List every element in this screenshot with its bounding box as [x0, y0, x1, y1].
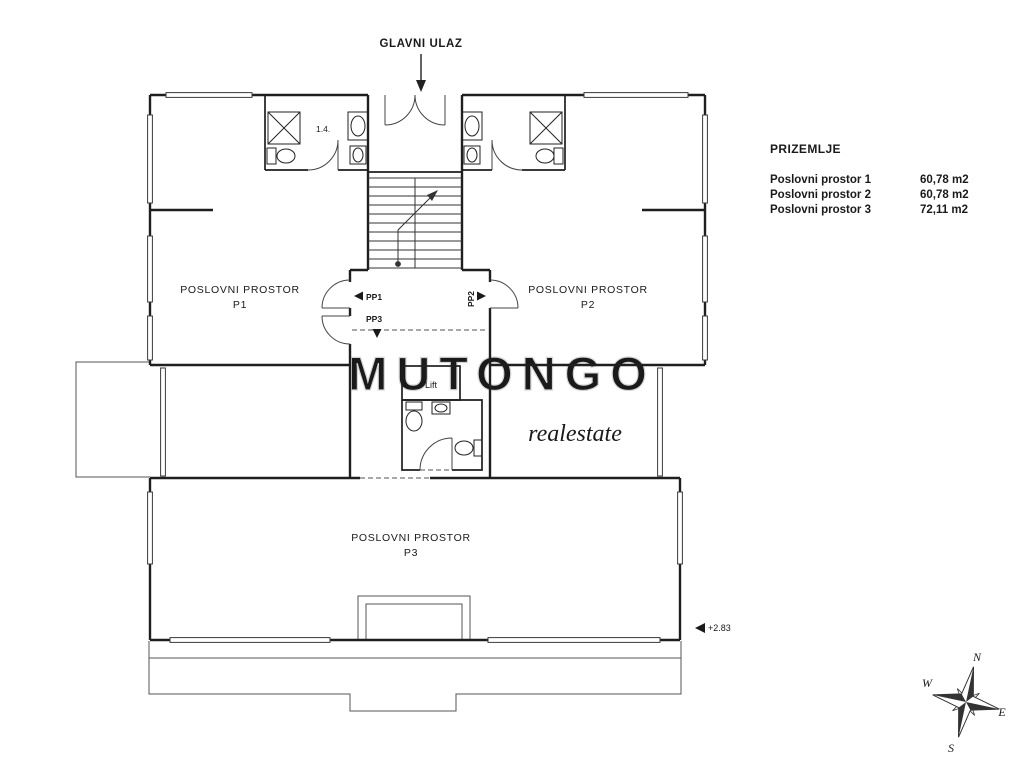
watermark: MUTONGO realestate [348, 346, 656, 447]
shower-icon [529, 111, 563, 145]
bathroom-fixtures [266, 111, 564, 457]
compass-north-label: N [972, 650, 982, 664]
toilet-icon [266, 147, 296, 165]
legend-item-1: Poslovni prostor 1 60,78 m2 [770, 173, 969, 188]
plan-labels: GLAVNI ULAZ POSLOVNI PROSTOR P1 POSLOVNI… [180, 38, 648, 559]
door-swings [307, 94, 523, 471]
legend-item-2-area: 60,78 m2 [920, 189, 969, 201]
legend-item-2: Poslovni prostor 2 60,78 m2 [770, 188, 969, 203]
legend-title: PRIZEMLJE [770, 142, 841, 156]
toilet-icon [535, 147, 564, 165]
legend-item-3: Poslovni prostor 3 72,11 m2 [770, 203, 969, 218]
room-p3-name: POSLOVNI PROSTOR [351, 532, 471, 544]
door-pp3-label: PP3 [366, 314, 382, 324]
room-p2-number: P2 [581, 299, 595, 311]
room-p1-name: POSLOVNI PROSTOR [180, 284, 300, 296]
legend-item-1-area: 60,78 m2 [920, 174, 969, 186]
elevation-label: +2.83 [708, 623, 731, 633]
sink-icon [461, 111, 483, 141]
entrance-arrow [416, 54, 426, 92]
compass-west-label: W [922, 676, 933, 690]
legend: PRIZEMLJE Poslovni prostor 1 60,78 m2 Po… [770, 142, 969, 218]
watermark-text: MUTONGO [348, 347, 656, 400]
door-pp1-label: PP1 [366, 292, 382, 302]
legend-item-3-label: Poslovni prostor 3 [770, 204, 871, 216]
legend-item-2-label: Poslovni prostor 2 [770, 189, 871, 201]
sink-icon [431, 401, 451, 415]
bidet-icon [349, 145, 367, 165]
pp1-arrow-icon [354, 291, 363, 301]
dashed-openings [352, 329, 488, 479]
main-entrance-label: GLAVNI ULAZ [379, 38, 462, 50]
terrace-outlines [75, 361, 682, 712]
lift-label: Lift [425, 380, 438, 390]
legend-item-3-area: 72,11 m2 [920, 204, 968, 216]
sink-icon [347, 111, 369, 141]
pp3-arrow-icon [372, 329, 382, 338]
shower-icon [267, 111, 301, 145]
windows [147, 92, 708, 643]
room-p3-number: P3 [404, 547, 418, 559]
bidet-icon [463, 145, 481, 165]
stair-direction-arrow [427, 190, 438, 201]
pp2-arrow-icon [477, 291, 486, 301]
door-markers [354, 291, 486, 338]
compass-rose: N W E S [922, 650, 1006, 755]
watermark-subtext: realestate [528, 421, 622, 447]
elevation-arrow-icon [695, 623, 705, 633]
compass-south-label: S [948, 741, 954, 755]
room-p1-number: P1 [233, 299, 247, 311]
door-pp2-label: PP2 [466, 291, 476, 307]
staircase [368, 177, 462, 269]
bathroom-label: 1.4. [316, 124, 330, 134]
room-p2-name: POSLOVNI PROSTOR [528, 284, 648, 296]
legend-item-1-label: Poslovni prostor 1 [770, 174, 871, 186]
elevation-marker: +2.83 [695, 623, 731, 633]
toilet-icon [405, 401, 423, 432]
toilet-icon [454, 439, 483, 457]
interior-walls [264, 95, 566, 471]
compass-east-label: E [997, 705, 1006, 719]
